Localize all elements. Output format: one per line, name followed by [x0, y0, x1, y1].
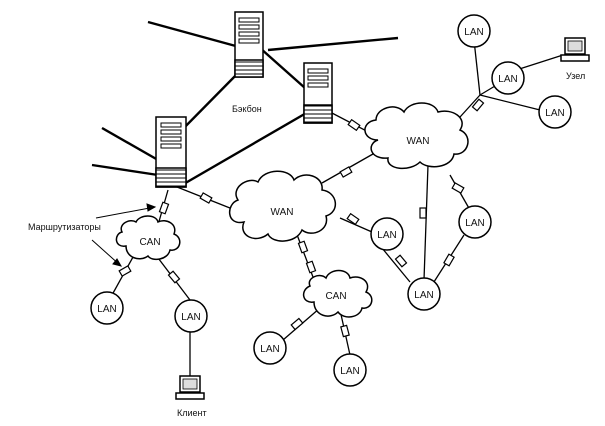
backbone-links [91, 20, 399, 187]
router [167, 270, 181, 284]
wan-right-label: WAN [407, 136, 430, 147]
router [297, 240, 309, 254]
lan-node: LAN [457, 14, 491, 48]
lan-node: LAN [174, 299, 208, 333]
svg-text:LAN: LAN [414, 290, 433, 301]
router [419, 207, 427, 219]
svg-text:LAN: LAN [465, 218, 484, 229]
client-label: Клиент [177, 408, 207, 418]
svg-text:LAN: LAN [464, 27, 483, 38]
svg-text:LAN: LAN [340, 366, 359, 377]
computer-icon [560, 37, 590, 62]
router [451, 182, 465, 194]
wan-cloud-center: WAN [229, 170, 336, 242]
router [118, 265, 132, 277]
lan-node: LAN [333, 353, 367, 387]
backbone-label: Бэкбон [232, 104, 262, 114]
router [290, 317, 304, 331]
svg-text:LAN: LAN [545, 108, 564, 119]
router [340, 324, 350, 338]
svg-text:LAN: LAN [97, 304, 116, 315]
wan-cloud-right: WAN [364, 102, 469, 170]
can-cloud-center: CAN [302, 269, 373, 318]
lan-node: LAN [253, 331, 287, 365]
computer-icon [175, 375, 205, 400]
router [443, 253, 455, 267]
router [471, 98, 485, 112]
lan-node: LAN [538, 95, 572, 129]
router [347, 118, 361, 132]
router [339, 166, 353, 178]
routers [118, 98, 485, 338]
lan-node: LAN [90, 291, 124, 325]
server-top [234, 11, 264, 78]
server-right [303, 62, 333, 124]
can-left-label: CAN [139, 237, 160, 248]
can-center-label: CAN [325, 291, 346, 302]
svg-text:LAN: LAN [181, 312, 200, 323]
svg-text:LAN: LAN [260, 344, 279, 355]
can-cloud-left: CAN [115, 215, 181, 261]
router [346, 212, 360, 226]
router-pointer-arrows [91, 203, 157, 267]
lan-node: LAN [407, 277, 441, 311]
router [158, 201, 170, 215]
node-label: Узел [566, 71, 585, 81]
router [305, 260, 317, 274]
routers-label: Маршрутизаторы [28, 222, 101, 232]
router [199, 192, 213, 204]
server-left [155, 116, 187, 188]
lan-node: LAN [370, 217, 404, 251]
svg-text:LAN: LAN [377, 230, 396, 241]
wan-center-label: WAN [271, 207, 294, 218]
svg-text:LAN: LAN [498, 74, 517, 85]
lan-node: LAN [458, 205, 492, 239]
lan-node: LAN [491, 61, 525, 95]
router [394, 254, 408, 268]
